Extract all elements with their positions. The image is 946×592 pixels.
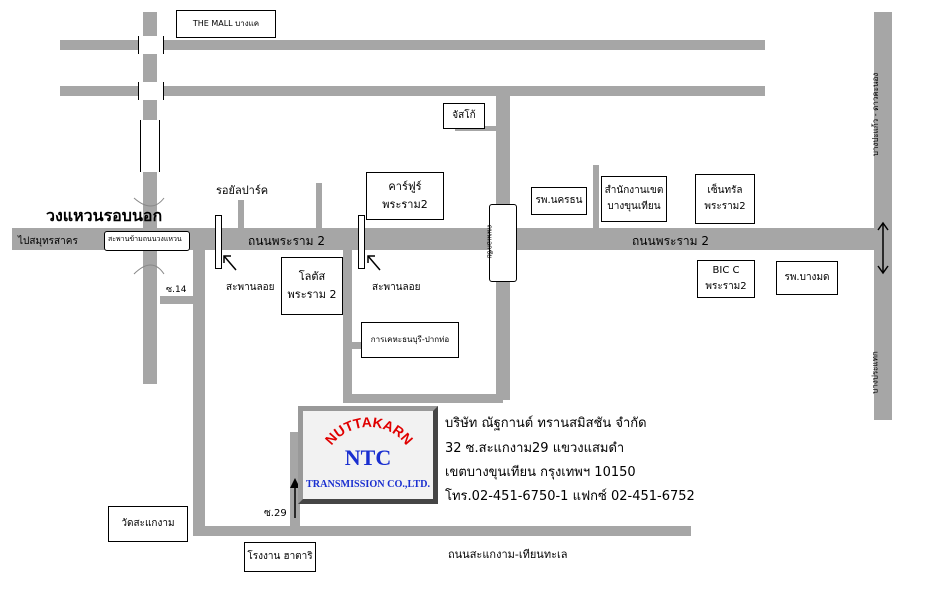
soi29-label: ซ.29 [264, 508, 287, 519]
arrow-footbridge-left [223, 255, 237, 271]
landmark-power-authority: การเคหะธนบุรี-ปากท่อ [361, 322, 459, 358]
landmark-big-c: BIC C พระราม2 [697, 260, 755, 298]
power-authority-label: การเคหะธนบุรี-ปากท่อ [370, 334, 450, 344]
district-office-line1: สำนักงานเขต [604, 185, 664, 196]
footbridge-left [215, 215, 222, 269]
landmark-lotus: โลตัส พระราม 2 [281, 257, 343, 315]
logo-center-text: NTC [345, 445, 391, 470]
east-north-label: บางปะแก้ว - ดาวคะนอง [871, 72, 881, 157]
east-road-arrow [877, 221, 889, 275]
lotus-line1: โลตัส [298, 270, 326, 284]
rama2-label-east: ถนนพระราม 2 [632, 234, 710, 248]
hospital-bangmod-label: รพ.บางมด [784, 272, 830, 283]
rama2-road [12, 228, 892, 250]
factory-label: โรงงาน ฮาตาริ [247, 551, 313, 562]
central-line2: พระราม2 [704, 201, 746, 212]
sakaengam-road-label: ถนนสะแกงาม-เทียนทะเล [448, 548, 568, 561]
soi14-label: ซ.14 [166, 285, 187, 295]
footbridge-right [358, 215, 365, 269]
big-c-line1: BIC C [712, 265, 740, 276]
footbridge-left-label: สะพานลอย [226, 282, 275, 293]
ring-road-overpass [140, 120, 160, 172]
road-royal-park [238, 200, 244, 228]
soi29-arrow [290, 478, 300, 518]
landmark-the-mall: THE MALL บางแค [176, 10, 276, 38]
road-power-stub [350, 342, 362, 349]
middle-road-banner [489, 204, 517, 282]
ring-road [143, 12, 157, 384]
lotus-line2: พระราม 2 [287, 288, 337, 301]
landmark-factory: โรงงาน ฮาตาริ [244, 542, 316, 572]
ring-road-junction-2 [138, 82, 164, 100]
the-mall-label: THE MALL บางแค [192, 18, 260, 28]
road-hospital [593, 165, 599, 228]
road-inner-vertical [343, 250, 352, 402]
samut-sakhon-label: ไปสมุทรสาคร [18, 236, 78, 247]
logo-bottom-text: TRANSMISSION CO.,LTD. [306, 479, 431, 490]
ring-road-label: วงแหวนรอบนอก [46, 206, 163, 225]
road-bottom [193, 526, 691, 536]
company-phone: โทร.02-451-6750-1 แฟกซ์ 02-451-6752 [445, 489, 695, 504]
road-soi14-stub [160, 296, 200, 304]
logo-graphic: NUTTAKARN NTC TRANSMISSION CO.,LTD. [306, 414, 431, 490]
road-small-2 [316, 183, 322, 228]
rama2-label-west: ถนนพระราม 2 [248, 234, 326, 248]
middle-road-label: ถนนเอกชัย [485, 224, 494, 259]
ring-road-junction-1 [138, 36, 164, 54]
landmark-district-office: สำนักงานเขต บางขุนเทียน [601, 176, 667, 222]
logo-top-text: NUTTAKARN [322, 414, 417, 448]
jusco-label: จัสโก้ [452, 110, 476, 121]
ring-bridge-label: สะพานข้ามถนนวงแหวน [108, 235, 182, 243]
landmark-jusco: จัสโก้ [443, 103, 485, 129]
company-address-line1: 32 ซ.สะแกงาม29 แขวงแสมดำ [445, 441, 625, 456]
company-address-line2: เขตบางขุนเทียน กรุงเทพฯ 10150 [445, 465, 636, 480]
wat-sakaengam-label: วัดสะแกงาม [121, 518, 175, 529]
landmark-hospital-bangmod: รพ.บางมด [776, 261, 838, 295]
royal-park-label: รอยัลปาร์ค [216, 184, 269, 197]
district-office-line2: บางขุนเทียน [607, 201, 661, 212]
footbridge-right-label: สะพานลอย [372, 282, 421, 293]
arrow-footbridge-right [367, 255, 381, 271]
landmark-wat-sakaengam: วัดสะแกงาม [108, 506, 188, 542]
carrefour-line1: คาร์ฟูร์ [388, 180, 422, 194]
east-road [874, 12, 892, 420]
company-name: บริษัท ณัฐกานต์ ทรานสมิสชัน จำกัด [445, 416, 647, 431]
central-line1: เซ็นทรัล [707, 185, 743, 196]
road-soi14 [193, 250, 205, 528]
ring-bridge-banner [104, 231, 190, 251]
carrefour-line2: พระราม2 [382, 198, 428, 211]
road-north-1 [60, 40, 765, 50]
landmark-central: เซ็นทรัล พระราม2 [695, 174, 755, 224]
east-south-label: บางประแทก [870, 351, 880, 394]
company-logo: NUTTAKARN NTC TRANSMISSION CO.,LTD. [298, 406, 438, 504]
landmark-carrefour: คาร์ฟูร์ พระราม2 [366, 172, 444, 220]
ring-road-interchange [133, 197, 165, 275]
hospital-nakhon-label: รพ.นครธน [535, 195, 583, 206]
big-c-line2: พระราม2 [705, 281, 747, 292]
road-north-2 [60, 86, 765, 96]
landmark-hospital-nakhon: รพ.นครธน [531, 187, 587, 215]
road-inner-horizontal [343, 394, 503, 403]
